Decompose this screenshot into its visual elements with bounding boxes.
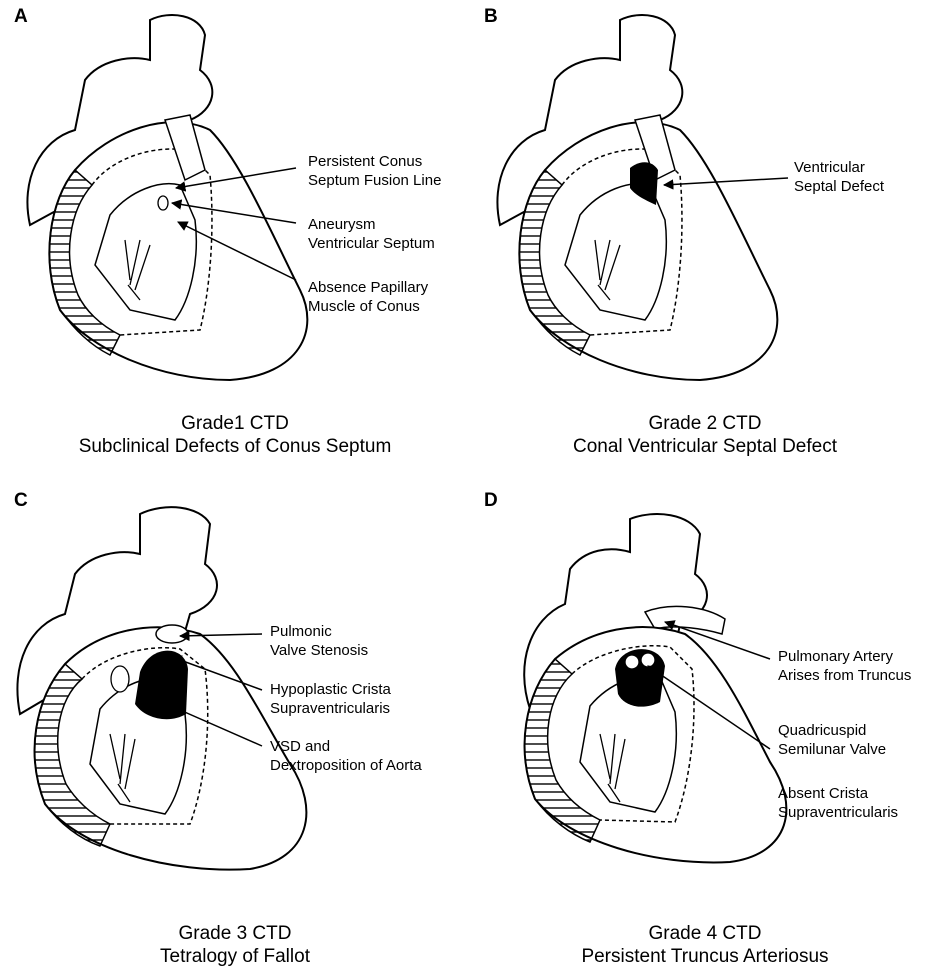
valve-cusp bbox=[111, 666, 129, 692]
heart-diagram bbox=[470, 0, 940, 400]
semilunar-valve bbox=[615, 649, 665, 707]
heart-diagram bbox=[0, 0, 470, 400]
pulmonic-valve bbox=[156, 625, 188, 643]
heart-diagram bbox=[0, 484, 470, 884]
valve-cusp bbox=[625, 655, 639, 669]
valve-cusp bbox=[641, 653, 655, 667]
aneurysm bbox=[158, 196, 168, 210]
